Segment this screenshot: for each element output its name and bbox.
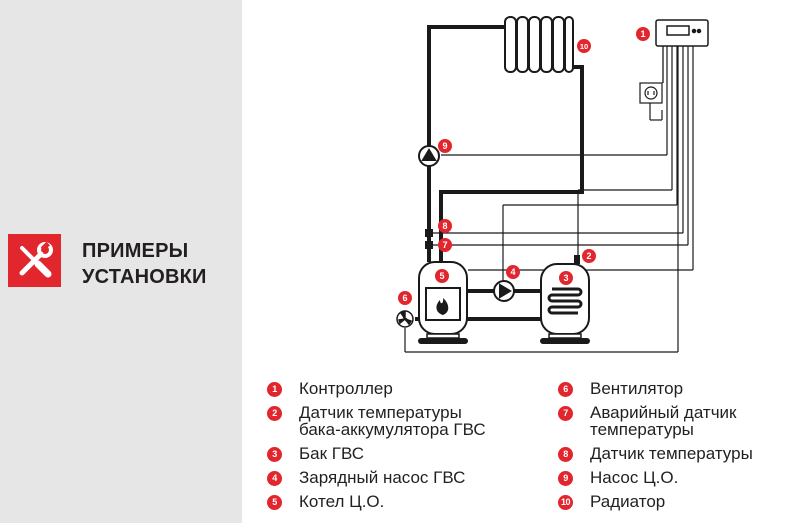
legend-label: Насос Ц.О.	[590, 468, 679, 487]
legend-label: Датчик температуры	[590, 444, 753, 463]
svg-text:5: 5	[439, 271, 444, 281]
svg-text:3: 3	[563, 273, 568, 283]
legend-item: 7 Аварийный датчик температуры	[558, 404, 736, 438]
marker-2: 2	[582, 249, 596, 263]
tools-icon	[8, 234, 61, 287]
dhw-tank	[540, 255, 590, 344]
legend-item: 4 Зарядный насос ГВС	[267, 469, 465, 486]
marker-9: 9	[438, 139, 452, 153]
marker-4: 4	[506, 265, 520, 279]
temp-sensor	[425, 229, 433, 237]
legend-number: 3	[267, 447, 282, 462]
section-title-line2: УСТАНОВКИ	[82, 266, 207, 288]
legend-label: Котел Ц.О.	[299, 492, 385, 511]
legend-label: Датчик температуры бака-аккумулятора ГВС	[299, 403, 486, 439]
radiator	[504, 16, 574, 73]
legend-number: 2	[267, 406, 282, 421]
marker-7: 7	[438, 238, 452, 252]
legend-number: 4	[267, 471, 282, 486]
legend-item: 3 Бак ГВС	[267, 445, 364, 462]
legend-number: 8	[558, 447, 573, 462]
legend-item: 1 Контроллер	[267, 380, 393, 397]
legend: 1 Контроллер 2 Датчик температуры бака-а…	[242, 372, 796, 523]
legend-item: 2 Датчик температуры бака-аккумулятора Г…	[267, 404, 486, 438]
svg-text:9: 9	[442, 141, 447, 151]
legend-item: 9 Насос Ц.О.	[558, 469, 678, 486]
legend-number: 9	[558, 471, 573, 486]
svg-text:4: 4	[510, 267, 515, 277]
svg-text:6: 6	[402, 293, 407, 303]
fan	[396, 310, 414, 328]
svg-text:7: 7	[442, 240, 447, 250]
marker-1: 1	[636, 27, 650, 41]
legend-item: 10 Радиатор	[558, 493, 665, 510]
ch-pump	[418, 145, 440, 167]
installation-diagram: 1 2 3 4 5 6 7 8 9 10	[396, 16, 709, 353]
svg-text:10: 10	[580, 42, 588, 51]
svg-text:2: 2	[586, 251, 591, 261]
marker-3: 3	[559, 271, 573, 285]
svg-text:8: 8	[442, 221, 447, 231]
dhw-pump	[493, 280, 515, 302]
legend-label: Аварийный датчик температуры	[590, 403, 737, 439]
marker-5: 5	[435, 269, 449, 283]
sensor-wires	[404, 45, 694, 353]
svg-text:1: 1	[640, 29, 645, 39]
boiler	[418, 261, 468, 344]
legend-label: Радиатор	[590, 492, 666, 511]
legend-label: Зарядный насос ГВС	[299, 468, 466, 487]
legend-item: 8 Датчик температуры	[558, 445, 753, 462]
emergency-sensor	[425, 241, 433, 249]
legend-label: Контроллер	[299, 379, 393, 398]
section-title-line1: ПРИМЕРЫ	[82, 240, 189, 262]
legend-number: 7	[558, 406, 573, 421]
marker-6: 6	[398, 291, 412, 305]
legend-item: 5 Котел Ц.О.	[267, 493, 384, 510]
section-title: ПРИМЕРЫ УСТАНОВКИ	[82, 238, 232, 290]
legend-item: 6 Вентилятор	[558, 380, 683, 397]
legend-number: 1	[267, 382, 282, 397]
legend-number: 6	[558, 382, 573, 397]
legend-label: Бак ГВС	[299, 444, 365, 463]
controller	[655, 19, 709, 47]
legend-label: Вентилятор	[590, 379, 684, 398]
legend-number: 10	[558, 495, 573, 510]
legend-number: 5	[267, 495, 282, 510]
marker-8: 8	[438, 219, 452, 233]
power-socket	[639, 82, 663, 120]
diagram-markers: 1 2 3 4 5 6 7 8 9 10	[398, 27, 650, 305]
marker-10: 10	[577, 39, 591, 53]
